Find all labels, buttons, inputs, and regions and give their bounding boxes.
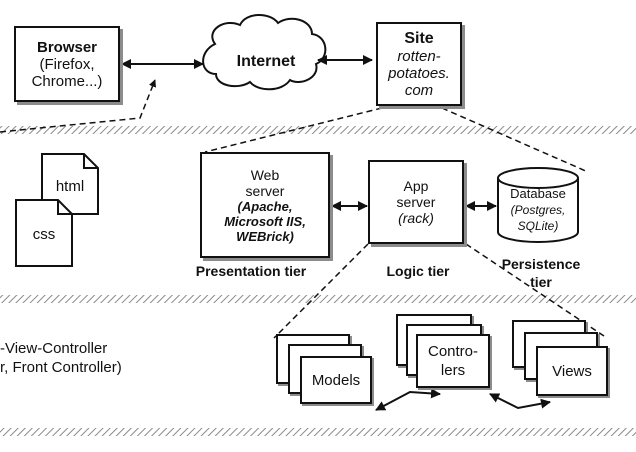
mvc-description-line-1: -View-Controller — [0, 340, 108, 357]
browser-line-1: (Firefox, — [39, 55, 95, 73]
database-line-3: SQLite) — [517, 219, 559, 233]
internet-label: Internet — [236, 53, 296, 70]
arrow-controllers-views — [489, 393, 551, 410]
controllers-label-2: lers — [440, 362, 466, 379]
logic-tier-label: Logic tier — [386, 263, 450, 279]
models-card-front — [300, 356, 372, 404]
html-file-label: html — [55, 178, 85, 195]
web-server-line-2: server — [245, 182, 285, 199]
css-file-icon — [15, 199, 73, 267]
css-file-label: css — [32, 226, 56, 243]
views-card-front — [536, 346, 608, 396]
dashed-browser-link — [0, 79, 157, 133]
database-line-1: Database — [510, 186, 566, 201]
browser-line-2: Chrome...) — [31, 72, 103, 90]
controllers-label-1: Contro- — [427, 343, 479, 360]
site-title: Site — [404, 29, 434, 47]
app-server-box: App server (rack) — [368, 160, 464, 244]
browser-title: Browser — [36, 38, 98, 56]
internet-cloud — [202, 14, 327, 91]
models-label: Models — [311, 372, 361, 389]
site-line-3: com — [404, 81, 434, 99]
dashed-site-to-db — [441, 107, 589, 173]
database-line-2: (Postgres, — [510, 203, 566, 217]
site-box: Site rotten- potatoes. com — [376, 22, 462, 106]
app-server-line-3: (rack) — [398, 210, 434, 226]
app-server-line-1: App — [403, 178, 429, 194]
controllers-card-front — [416, 334, 490, 388]
web-server-line-5: WEBrick) — [236, 228, 294, 244]
persistence-tier-label-2: tier — [530, 274, 552, 290]
views-label: Views — [552, 363, 592, 380]
web-server-line-3: (Apache, — [237, 198, 293, 214]
web-server-line-1: Web — [250, 166, 280, 183]
arrow-models-controllers — [375, 388, 441, 411]
app-server-line-2: server — [396, 194, 436, 210]
web-server-line-4: Microsoft IIS, — [224, 213, 306, 229]
separator-3 — [0, 428, 636, 436]
mvc-description-line-2: r, Front Controller) — [0, 359, 122, 376]
web-server-box: Web server (Apache, Microsoft IIS, WEBri… — [200, 152, 330, 258]
separator-1 — [0, 126, 636, 134]
presentation-tier-label: Presentation tier — [195, 263, 307, 279]
site-line-1: rotten- — [397, 47, 441, 65]
separator-2 — [0, 295, 636, 303]
site-line-2: potatoes. — [388, 64, 450, 82]
browser-box: Browser (Firefox, Chrome...) — [14, 26, 120, 102]
persistence-tier-label-1: Persistence — [501, 256, 581, 272]
database-cylinder — [497, 167, 579, 243]
dashed-site-to-web — [204, 107, 383, 153]
dashed-app-to-mvc-left — [273, 243, 369, 339]
dashed-app-to-mvc-right — [465, 243, 605, 337]
